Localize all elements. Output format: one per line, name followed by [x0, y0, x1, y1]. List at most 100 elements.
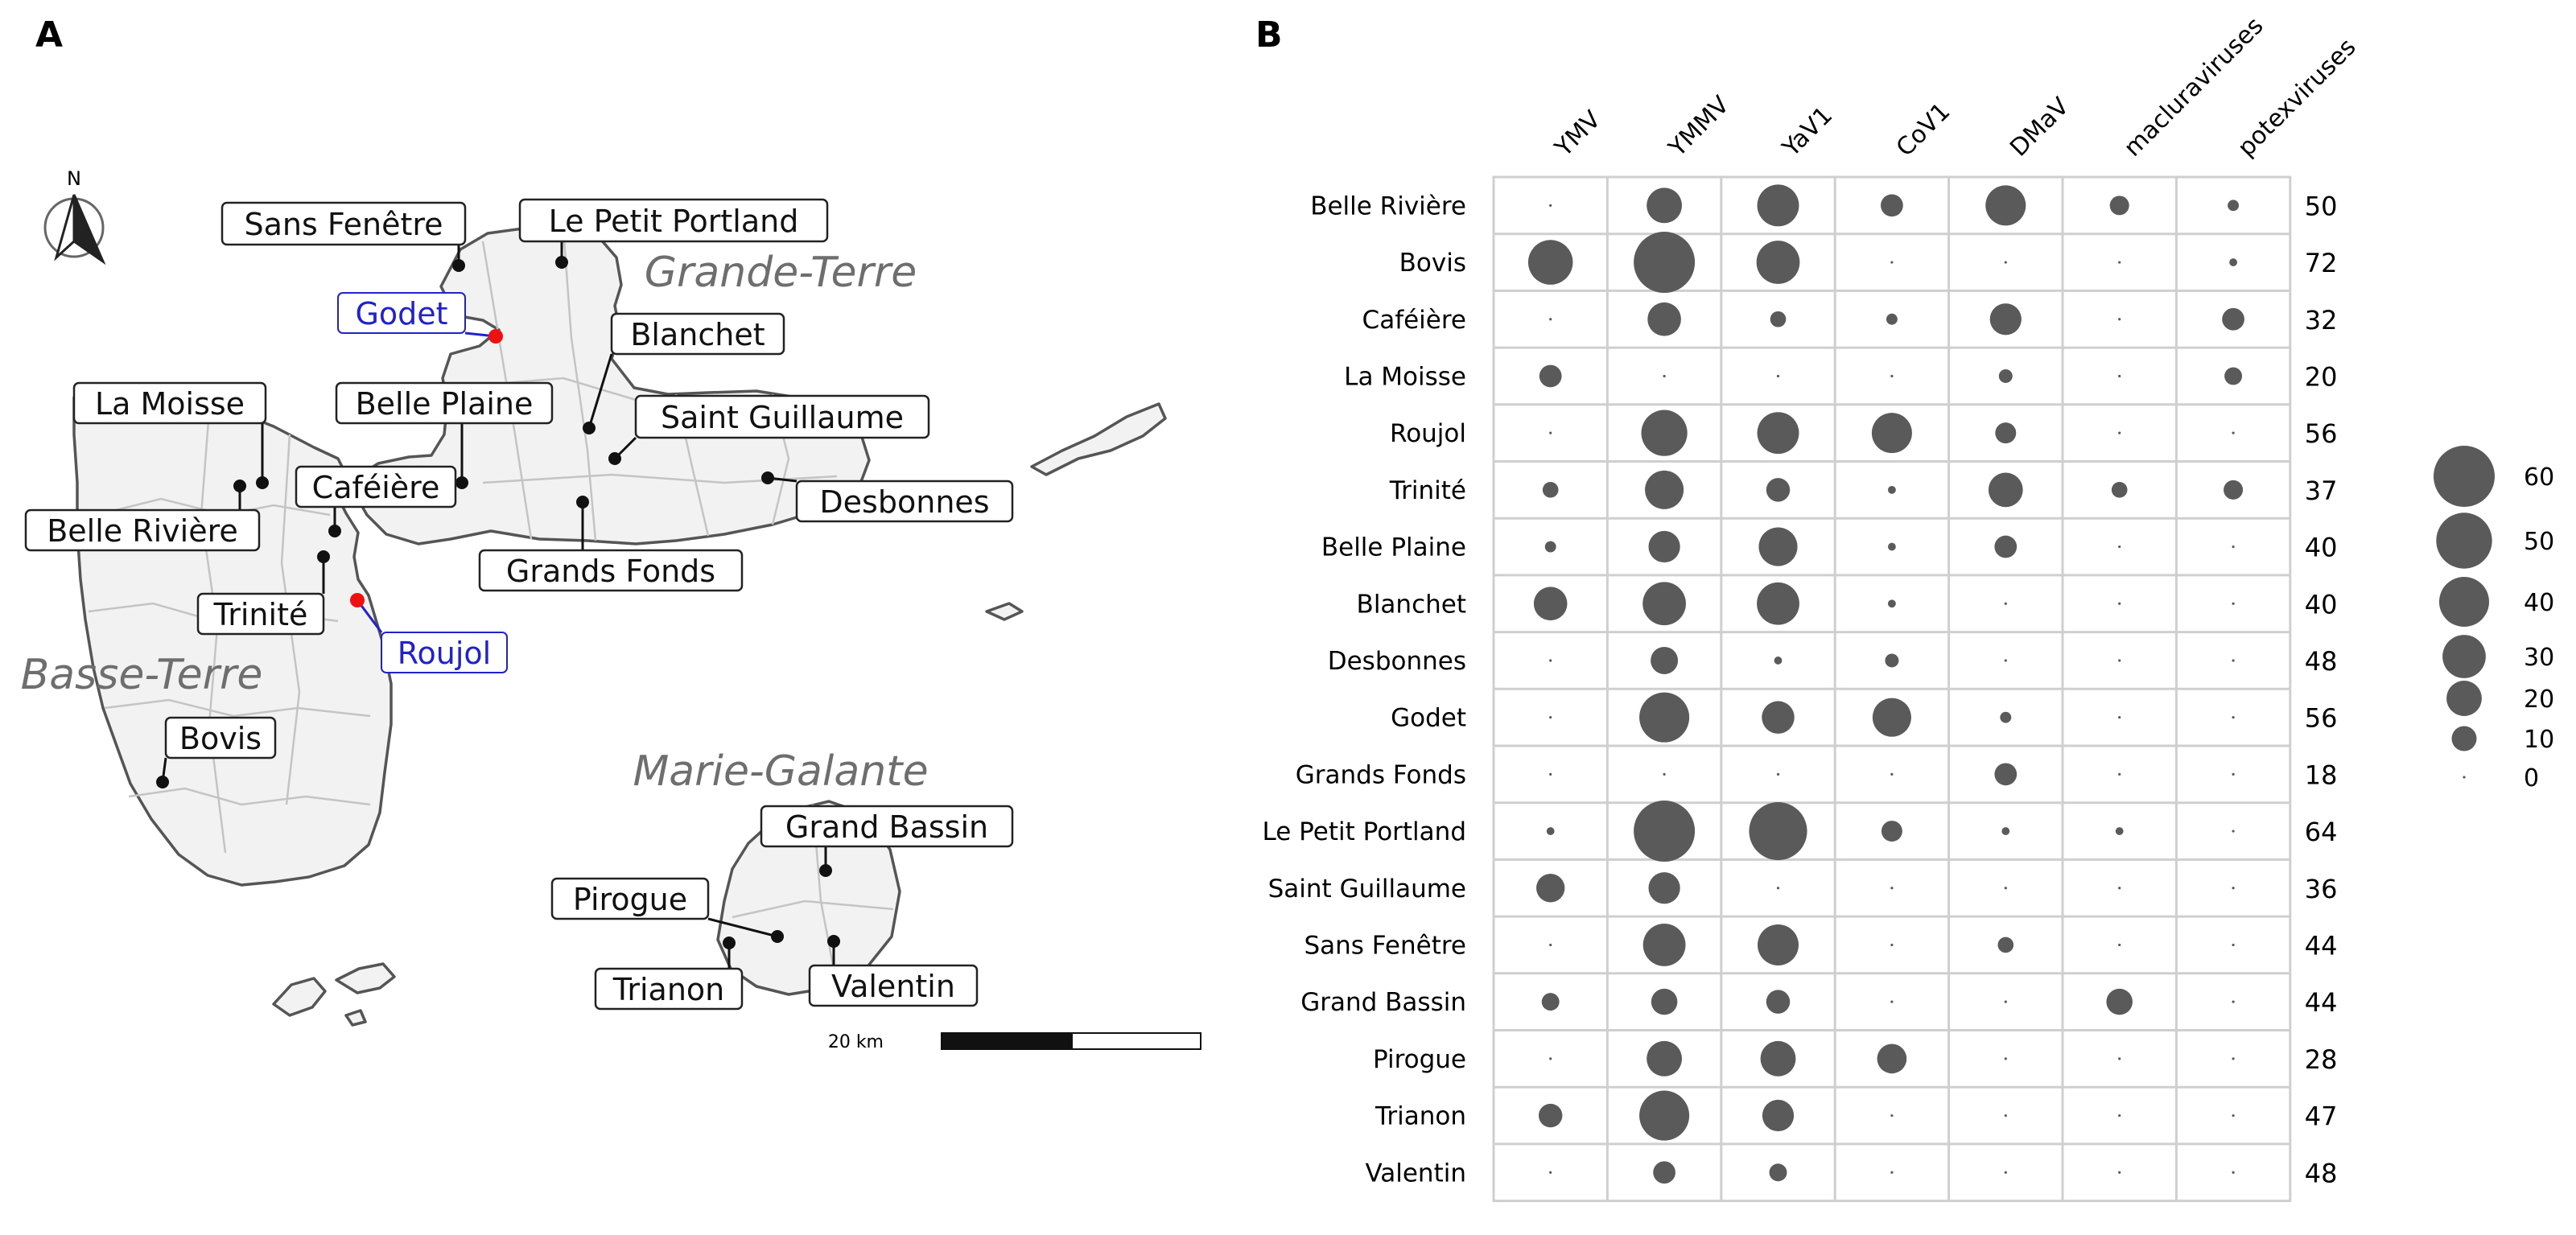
site-marker	[256, 476, 269, 489]
site-label-text: Belle Plaine	[356, 386, 534, 422]
site-label-text: Blanchet	[630, 317, 765, 352]
bubble-le-petit-portland-macluraviruses	[2115, 827, 2124, 835]
bubble-trianon-yav1	[1762, 1099, 1795, 1132]
bubble-trianon-potexviruses	[2232, 1114, 2235, 1118]
site-label-box	[518, 198, 829, 243]
site-bovis: Bovis	[156, 716, 277, 788]
legend-bubble	[2446, 681, 2482, 716]
site-label-box	[808, 964, 979, 1007]
site-label-box	[337, 292, 466, 334]
bubble-belle-riviere-cov1	[1881, 194, 1903, 217]
bubble-belle-riviere-dmav	[1985, 185, 2026, 226]
bubble-cafeiere-ymv	[1549, 318, 1552, 321]
site-label-text: Saint Guillaume	[661, 400, 904, 435]
legend-label: 20	[2524, 685, 2554, 714]
la-desirade-island	[1030, 402, 1167, 476]
bubble-grands-fonds-potexviruses	[2232, 772, 2235, 776]
site-marker	[576, 496, 589, 508]
bubble-valentin-cov1	[1890, 1171, 1894, 1174]
site-trianon: Trianon	[594, 937, 744, 1011]
bubble-belle-plaine-macluraviruses	[2118, 545, 2121, 549]
bubble-trinite-dmav	[1988, 472, 2023, 508]
row-label-cafeiere: Caféière	[1362, 306, 1466, 335]
row-label-valentin: Valentin	[1365, 1159, 1466, 1188]
site-marker	[723, 937, 736, 949]
row-total: 36	[2305, 874, 2338, 904]
bubble-trinite-potexviruses	[2224, 480, 2244, 500]
bubble-belle-plaine-dmav	[1994, 535, 2018, 558]
bubble-saint-guillaume-dmav	[2004, 887, 2007, 890]
site-label-box	[24, 508, 261, 552]
bubble-saint-guillaume-macluraviruses	[2118, 887, 2121, 890]
bubble-godet-dmav	[2000, 711, 2012, 723]
site-label-text: Desbonnes	[819, 484, 989, 520]
site-label-box	[295, 465, 457, 508]
bubble-le-petit-portland-cov1	[1881, 821, 1902, 842]
bubble-roujol-cov1	[1871, 413, 1912, 454]
bubble-belle-riviere-macluraviruses	[2109, 196, 2129, 216]
bubble-belle-plaine-potexviruses	[2232, 545, 2235, 549]
bubble-trinite-ymv	[1542, 482, 1559, 498]
site-label-text: Sans Fenêtre	[244, 207, 443, 242]
site-label-box	[760, 805, 1014, 848]
row-label-desbonnes: Desbonnes	[1328, 647, 1466, 676]
row-total: 40	[2305, 533, 2338, 563]
bubble-le-petit-portland-yav1	[1749, 802, 1807, 861]
bubble-trianon-cov1	[1890, 1114, 1894, 1118]
column-header-ymmv: YMMV	[1663, 90, 1735, 163]
bubble-grands-fonds-dmav	[1994, 763, 2018, 786]
column-header-yav1: YaV1	[1777, 101, 1839, 163]
row-label-blanchet: Blanchet	[1357, 590, 1466, 619]
bubble-sans-fenetre-ymmv	[1642, 924, 1686, 966]
row-total: 72	[2305, 248, 2338, 278]
bubble-cafeiere-cov1	[1886, 313, 1898, 325]
site-label-text: Grand Bassin	[785, 809, 988, 845]
site-sans-fenetre: Sans Fenêtre	[221, 201, 467, 272]
bubble-desbonnes-macluraviruses	[2118, 659, 2121, 662]
bubble-cafeiere-potexviruses	[2222, 307, 2244, 331]
bubble-trianon-macluraviruses	[2118, 1114, 2121, 1118]
bubble-blanchet-potexviruses	[2232, 602, 2235, 605]
site-marker	[608, 452, 621, 465]
bubble-valentin-ymv	[1549, 1171, 1552, 1174]
bubble-blanchet-dmav	[2004, 602, 2007, 605]
site-grand-bassin: Grand Bassin	[760, 805, 1014, 877]
bubble-bovis-cov1	[1890, 261, 1894, 264]
bubble-la-moisse-cov1	[1890, 374, 1894, 378]
legend-bubble	[2434, 446, 2495, 507]
bubble-saint-guillaume-ymmv	[1648, 872, 1680, 904]
bubble-roujol-ymv	[1549, 431, 1552, 434]
legend-label: 50	[2524, 528, 2554, 556]
bubble-belle-riviere-potexviruses	[2228, 200, 2240, 212]
bubble-roujol-yav1	[1757, 412, 1799, 455]
bubble-roujol-macluraviruses	[2118, 431, 2121, 434]
site-label-text: Valentin	[831, 969, 955, 1004]
bubble-grands-fonds-macluraviruses	[2118, 772, 2121, 776]
bubble-la-moisse-dmav	[1998, 368, 2013, 383]
site-label-box	[478, 549, 744, 592]
row-label-roujol: Roujol	[1390, 419, 1466, 448]
row-total: 37	[2305, 475, 2338, 506]
site-label-text: Bovis	[179, 721, 262, 756]
site-label-text: La Moisse	[95, 386, 245, 422]
bubble-valentin-macluraviruses	[2118, 1171, 2121, 1174]
legend-label: 30	[2524, 644, 2554, 672]
bubble-la-moisse-ymmv	[1663, 374, 1666, 378]
site-desbonnes: Desbonnes	[761, 471, 1014, 523]
bubble-le-petit-portland-dmav	[2001, 827, 2010, 835]
bubble-godet-potexviruses	[2232, 716, 2235, 719]
region-label-basse-terre: Basse-Terre	[21, 651, 263, 699]
guadeloupe-map: A N Grande-Terr	[21, 14, 1201, 1052]
site-label-text: Pirogue	[573, 882, 687, 917]
bubble-la-moisse-ymv	[1539, 364, 1562, 388]
bubble-saint-guillaume-yav1	[1776, 887, 1780, 890]
site-le-petit-portland: Le Petit Portland	[518, 198, 829, 269]
bubble-pirogue-ymv	[1549, 1057, 1552, 1060]
bubble-blanchet-ymv	[1533, 587, 1568, 621]
bubble-bovis-dmav	[2004, 261, 2007, 264]
site-label-box	[594, 967, 744, 1011]
row-total: 48	[2305, 646, 2338, 677]
